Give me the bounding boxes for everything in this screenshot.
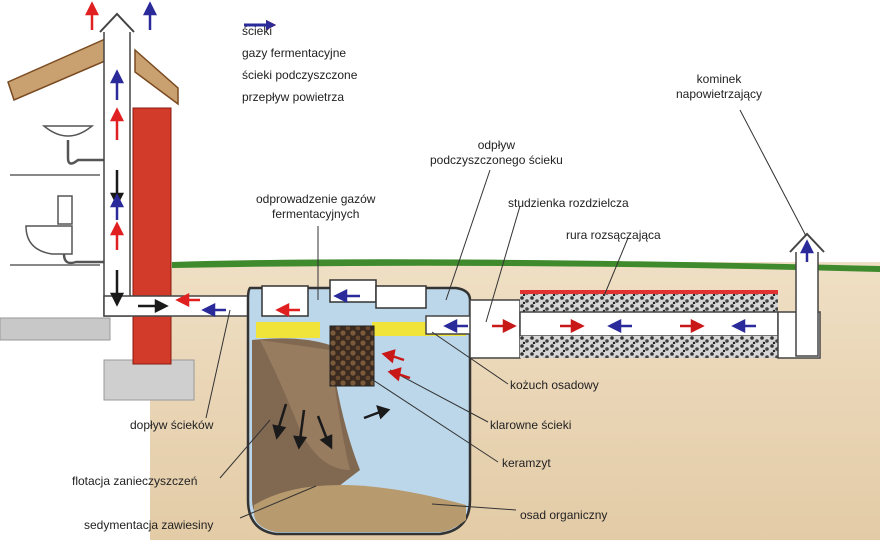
blue-arrow-icon: [244, 20, 276, 30]
house: [0, 34, 195, 401]
label-rura: rura rozsączająca: [566, 228, 661, 242]
leader-lines: [205, 109, 807, 519]
legend-label: ścieki podczyszczone: [242, 68, 358, 82]
flow-arrows: [84, 1, 815, 450]
label-kozuch: kożuch osadowy: [510, 378, 599, 392]
label-keramzyt: keramzyt: [502, 456, 551, 470]
legend-label: gazy fermentacyjne: [242, 46, 347, 60]
label-klarowne: klarowne ścieki: [490, 418, 572, 432]
legend-label: przepływ powietrza: [242, 90, 345, 104]
legend: ścieki gazy fermentacyjne ścieki podczys…: [242, 20, 357, 108]
gas-arrow-icon: [84, 1, 300, 318]
label-sedymentacja: sedymentacja zawiesiny: [84, 518, 214, 532]
distribution-well: [469, 299, 521, 359]
label-odplyw: odpływ podczyszczonego ścieku: [430, 138, 563, 167]
legend-item-air: przepływ powietrza: [242, 20, 357, 108]
label-kominek: kominek napowietrzający: [676, 72, 763, 101]
label-osad: osad organiczny: [520, 508, 608, 522]
legend-item-treated: ścieki podczyszczone: [242, 20, 358, 86]
treated-arrow-icon: [381, 318, 705, 382]
toilet-icon: [25, 195, 104, 265]
septic-tank: [246, 279, 472, 536]
legend-item-gas: gazy fermentacyjne: [242, 20, 357, 64]
legend-label: ścieki: [242, 24, 273, 38]
grass: [172, 259, 880, 272]
label-odprowadzenie: odprowadzenie gazów fermentacyjnych: [256, 192, 376, 221]
sewage-arrow-icon: [109, 170, 391, 450]
brick-wall: [132, 107, 172, 365]
sink-icon: [41, 125, 104, 165]
label-studzienka: studzienka rozdzielcza: [508, 196, 629, 210]
air-arrow-icon: [109, 1, 815, 334]
label-doplyw: dopływ ścieków: [130, 418, 214, 432]
drainage-bed: [519, 290, 779, 358]
label-flotacja: flotacja zanieczyszczeń: [72, 474, 198, 488]
